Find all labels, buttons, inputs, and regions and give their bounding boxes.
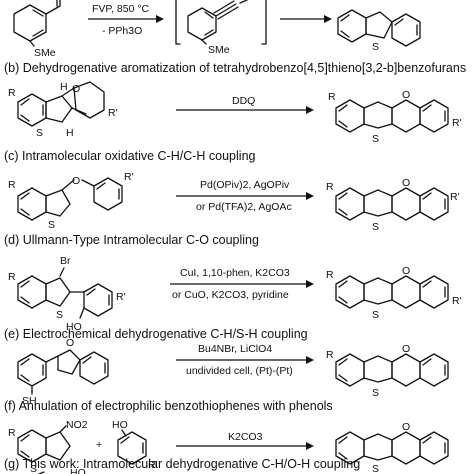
row-d-atom-r2: R' [116,291,126,303]
row-b-atom-h2: H [66,127,74,139]
row-f-atom-r: R [8,427,16,439]
row-a-cond-bottom: - PPh3O [102,25,142,37]
row-c-product-s: S [372,221,379,233]
row-a-cond-top: FVP, 850 °C [92,3,150,15]
row-b: R O H H S R' DDQ R O S R' [8,81,462,145]
row-d-atom-ho: HO [66,321,82,333]
caption-g: (g) This work: Intramolecular dehydrogen… [4,457,360,471]
caption-c: (c) Intramolecular oxidative C-H/C-H cou… [4,149,256,163]
row-d: Br R S R' HO CuI, 1,10-phen, K2CO3 or Cu… [8,255,462,333]
row-f-atom-ho: HO [112,419,128,431]
row-e-product-o: O [402,343,410,355]
row-c-atom-s: S [48,219,55,231]
row-a-product-s: S [372,41,379,53]
row-f-cond-top: K2CO3 [228,431,263,443]
caption-e: (e) Electrochemical dehydrogenative C-H/… [4,327,308,341]
row-e-reactant-benzofuran [57,349,81,375]
row-b-atom-o: O [72,83,80,95]
row-e-cond-top: Bu4NBr, LiClO4 [198,343,272,355]
row-f-product-s: S [372,463,379,474]
row-g-atom-ho: HO [70,467,86,474]
row-d-atom-r: R [8,271,16,283]
row-f-atom-no2: NO2 [66,419,88,431]
row-b-atom-r: R [8,87,16,99]
row-e-cond-bottom: undivided cell, (Pt)-(Pt) [186,365,293,377]
row-e-reactant-phenyl [17,353,47,387]
row-f-atom-r2: R' [148,459,158,471]
row-c-atom-r2: R' [124,171,134,183]
row-b-product-s: S [372,133,379,145]
row-d-product [335,275,365,309]
row-e-product-s: S [372,387,379,399]
row-c-atom-o: O [72,175,80,187]
row-g: HO [37,467,86,474]
row-b-product-benzo-left [335,99,365,133]
caption-f: (f) Annulation of electrophilic benzothi… [4,399,333,413]
row-b-atom-h1: H [60,81,68,93]
row-a-bracket-left [175,0,181,45]
row-a: O SMe FVP, 850 °C - PPh3O SMe S [13,0,421,59]
row-e-product-r: R [326,349,334,361]
caption-b: (b) Dehydrogenative aromatization of tet… [4,61,466,75]
row-d-reactant-phenol [83,283,113,317]
row-d-product-r: R [326,269,334,281]
row-f: R NO2 S + HO R' K2CO3 O S [8,419,449,474]
row-a-atom-sme: SMe [34,47,56,59]
row-c-product-r: R [326,181,334,193]
row-b-product-r2: R' [452,117,462,129]
row-b-reactant-benzo [17,93,47,127]
row-e-atom-sh: SH [22,395,37,407]
row-d-atom-s: S [56,309,63,321]
row-d-product-o: O [402,265,410,277]
row-b-product-o: O [402,89,410,101]
row-c-product-o: O [402,177,410,189]
row-f-product-o: O [402,421,410,433]
row-d-cond-bottom: or CuO, K2CO3, pyridine [172,289,289,301]
row-e: SH O Bu4NBr, LiClO4 undivided cell, (Pt)… [17,337,449,407]
row-b-atom-s: S [36,127,43,139]
row-f-atom-s: S [30,463,37,474]
row-c-cond-bottom: or Pd(TFA)2, AgOAc [196,201,292,213]
caption-d: (d) Ullmann-Type Intramolecular C-O coup… [4,233,259,247]
row-c-atom-r: R [8,179,16,191]
row-c-product-r2: R' [450,191,460,203]
row-d-atom-br: Br [60,255,71,267]
row-d-cond-top: CuI, 1,10-phen, K2CO3 [180,267,290,279]
row-d-product-s: S [372,309,379,321]
row-a-product-ring [337,9,367,43]
row-b-product-r: R [328,91,336,103]
row-d-reactant-benzothiophene [17,275,47,309]
row-a-intermediate-sme: SMe [208,44,230,56]
row-f-reactant-phenol [117,431,147,465]
row-e-atom-o: O [66,337,74,349]
row-c-reactant-benzothiophene [17,187,47,221]
row-c-product [335,187,365,221]
row-b-cond-top: DDQ [232,95,255,107]
row-d-product-r2: R' [452,295,462,307]
row-a-reactant-ring [13,4,47,42]
row-a-intermediate-ring [187,7,217,41]
row-a-bracket-right [261,0,267,45]
row-b-atom-r2: R' [108,107,118,119]
row-c-reactant-phenyl [93,177,123,211]
row-f-plus: + [96,439,102,451]
row-e-product [335,353,365,387]
row-c: R O R' S Pd(OPiv)2, AgOPiv or Pd(TFA)2, … [8,171,460,233]
row-c-cond-top: Pd(OPiv)2, AgOPiv [200,179,290,191]
